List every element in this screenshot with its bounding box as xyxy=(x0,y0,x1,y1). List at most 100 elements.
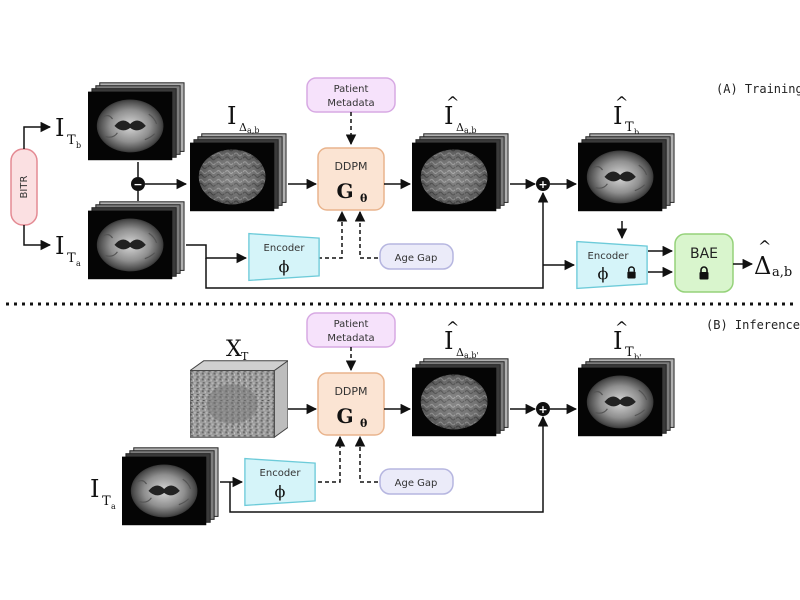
section-inference-label: (B) Inference xyxy=(706,318,800,332)
bae-block: BAE xyxy=(674,233,734,293)
brain-ihat-tbprime-icon xyxy=(578,358,675,437)
svg-text:a,b: a,b xyxy=(247,126,259,135)
svg-text:Δ: Δ xyxy=(239,121,247,134)
svg-text:+: + xyxy=(538,178,547,191)
encoder-block-inference: Encoder ϕ xyxy=(244,457,316,507)
svg-text:Metadata: Metadata xyxy=(327,333,374,344)
arrow-encoder-to-ddpm-inference xyxy=(318,435,346,483)
svg-text:Encoder: Encoder xyxy=(260,468,302,479)
svg-text:^: ^ xyxy=(615,318,628,337)
ddpm-block: DDPM G θ xyxy=(317,147,385,211)
brain-mri-itb-icon xyxy=(88,82,185,161)
patient-metadata-block-inference: Patient Metadata xyxy=(306,312,396,348)
label-ihat-delta-abprime: ^ I Δ a,b' xyxy=(444,318,479,360)
noise-cube-icon xyxy=(190,360,288,438)
label-ihat-delta-ab: ^ I Δ a,b xyxy=(444,93,476,135)
brain-mri-ita-inference-icon xyxy=(122,447,219,526)
svg-text:T: T xyxy=(241,350,249,363)
svg-text:X: X xyxy=(226,337,242,362)
svg-text:DDPM: DDPM xyxy=(334,385,367,398)
arrow-agegap-to-ddpm xyxy=(354,210,378,259)
svg-text:Δ: Δ xyxy=(754,252,771,280)
arrow-bitr-to-itb xyxy=(23,121,52,149)
svg-text:θ: θ xyxy=(360,417,367,430)
svg-text:I: I xyxy=(444,102,453,130)
svg-text:a: a xyxy=(111,502,116,511)
svg-text:Patient: Patient xyxy=(334,84,369,95)
svg-text:I: I xyxy=(55,232,64,260)
svg-text:a,b: a,b xyxy=(772,265,792,280)
svg-text:^: ^ xyxy=(446,93,459,112)
label-ihat-tbprime: ^ I T b' xyxy=(613,318,641,362)
svg-text:θ: θ xyxy=(360,192,367,205)
svg-text:I: I xyxy=(444,327,453,355)
arrow-bitr-to-ita xyxy=(23,225,52,251)
plus-node-inference xyxy=(536,402,550,416)
svg-text:b: b xyxy=(76,141,81,150)
svg-text:ϕ: ϕ xyxy=(598,264,609,283)
brain-ihat-delta-abprime-icon xyxy=(412,358,509,437)
svg-text:I: I xyxy=(90,475,99,503)
svg-text:BAE: BAE xyxy=(690,246,718,262)
svg-text:T: T xyxy=(102,494,111,509)
brain-mri-ita-icon xyxy=(88,201,185,280)
svg-text:T: T xyxy=(625,345,634,360)
label-ihat-tb: ^ I T b xyxy=(613,93,639,137)
label-i-ta-inference: I T a xyxy=(90,475,116,511)
svg-text:T: T xyxy=(67,251,76,266)
age-gap-block-inference: Age Gap xyxy=(379,468,454,495)
svg-text:I: I xyxy=(55,114,64,142)
svg-text:DDPM: DDPM xyxy=(334,160,367,173)
patient-metadata-block: Patient Metadata xyxy=(306,77,396,113)
ddpm-block-inference: DDPM G θ xyxy=(317,372,385,436)
svg-text:I: I xyxy=(613,102,622,130)
svg-text:a: a xyxy=(76,259,81,268)
svg-text:a,b: a,b xyxy=(464,126,476,135)
label-delta-hat-ab: ^ Δ a,b xyxy=(754,237,792,280)
arrow-encoder-to-ddpm xyxy=(318,210,348,259)
svg-text:^: ^ xyxy=(446,318,459,337)
svg-text:^: ^ xyxy=(615,93,628,112)
svg-text:Encoder: Encoder xyxy=(264,243,306,254)
section-training-label: (A) Training xyxy=(716,82,800,96)
bitr-block: BITR xyxy=(10,148,38,226)
minus-symbol: − xyxy=(133,178,142,191)
svg-text:Patient: Patient xyxy=(334,319,369,330)
svg-text:Metadata: Metadata xyxy=(327,98,374,109)
label-i-delta-ab: I Δ a,b xyxy=(227,102,259,135)
minus-node xyxy=(131,177,145,191)
svg-text:Encoder: Encoder xyxy=(588,251,630,262)
brain-delta-ab-icon xyxy=(190,133,287,212)
svg-text:ϕ: ϕ xyxy=(275,482,286,501)
label-x-t: X T xyxy=(226,337,249,363)
brain-ihat-tb-icon xyxy=(578,133,675,212)
svg-text:b: b xyxy=(634,128,639,137)
svg-text:Age Gap: Age Gap xyxy=(395,478,438,489)
svg-text:+: + xyxy=(538,403,547,416)
arrow-ita-to-plus xyxy=(205,191,549,289)
svg-text:T: T xyxy=(625,120,634,135)
arrow-ita-to-encoder xyxy=(186,244,248,264)
svg-text:G: G xyxy=(336,404,353,428)
svg-text:ϕ: ϕ xyxy=(279,257,290,276)
svg-text:I: I xyxy=(613,327,622,355)
svg-text:Δ: Δ xyxy=(456,346,464,359)
encoder-block-training: Encoder ϕ xyxy=(248,232,320,282)
arrow-agegap-to-ddpm-inference xyxy=(354,435,378,483)
svg-text:Δ: Δ xyxy=(456,121,464,134)
svg-text:G: G xyxy=(336,179,353,203)
arrow-ita-to-plus-inference xyxy=(229,415,549,513)
age-gap-block-training: Age Gap xyxy=(379,243,454,270)
encoder-block-frozen: Encoder ϕ xyxy=(576,240,648,290)
svg-text:b': b' xyxy=(634,353,641,362)
svg-text:^: ^ xyxy=(758,237,771,256)
bitr-label: BITR xyxy=(19,176,30,199)
svg-text:I: I xyxy=(227,102,236,130)
label-i-tb: I T b xyxy=(55,114,81,150)
svg-text:Age Gap: Age Gap xyxy=(395,253,438,264)
svg-text:a,b': a,b' xyxy=(464,351,479,360)
svg-text:T: T xyxy=(67,133,76,148)
label-i-ta: I T a xyxy=(55,232,81,268)
plus-node-training xyxy=(536,177,550,191)
